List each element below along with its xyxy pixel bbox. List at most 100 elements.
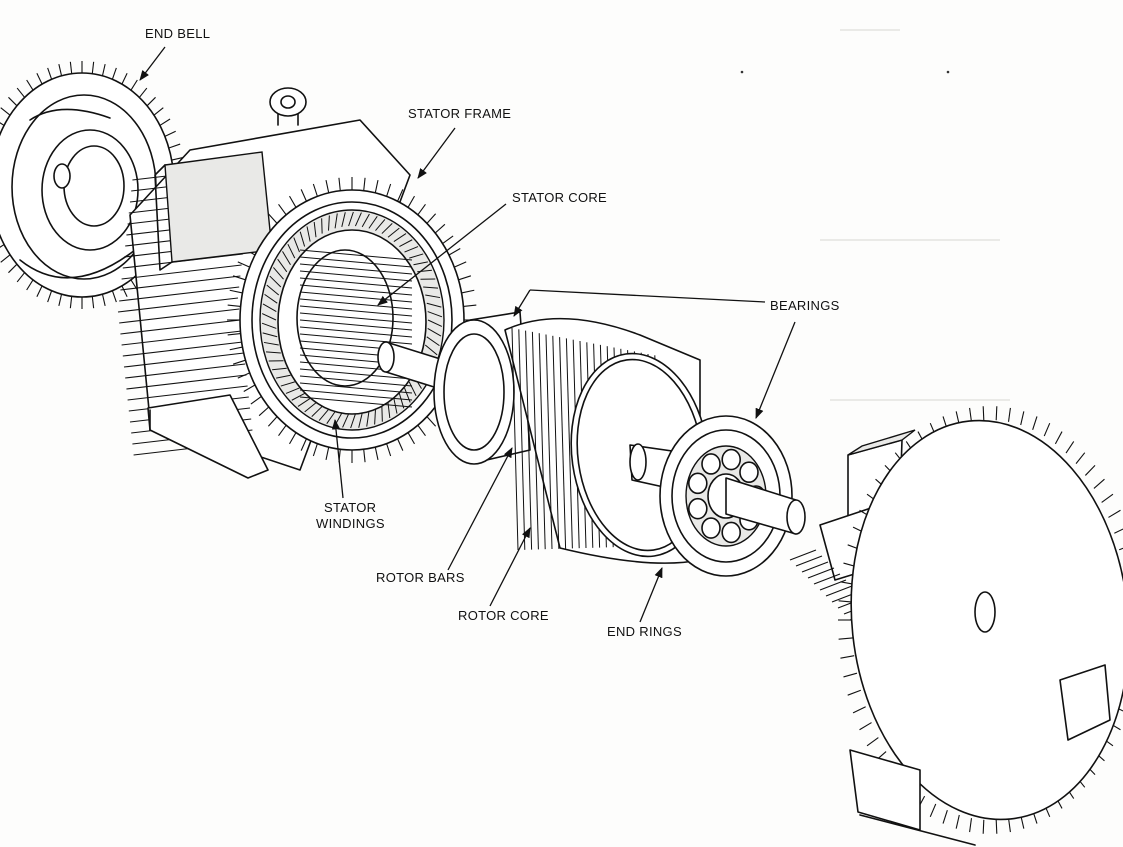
winding-mark [276, 374, 291, 379]
winding-mark [375, 219, 386, 231]
fin-line [454, 261, 467, 268]
winding-mark [263, 341, 279, 346]
fin-line [397, 189, 404, 202]
fin-line [168, 143, 181, 149]
fin-line [426, 416, 437, 427]
winding-mark [409, 253, 424, 259]
winding-mark [404, 246, 419, 253]
winding-mark [262, 303, 277, 313]
fin-line [120, 319, 241, 335]
fin-line [138, 87, 148, 98]
winding-mark [341, 212, 346, 227]
annotation-bearings: BEARINGS [513, 289, 839, 419]
fin-line [1007, 407, 1011, 422]
fin-line [442, 235, 454, 245]
fin-line [111, 67, 117, 80]
fin-line [121, 330, 242, 346]
label-stator-core: STATOR CORE [512, 190, 607, 205]
fin-line [237, 261, 250, 268]
fin-line [312, 183, 318, 197]
winding-mark [408, 381, 417, 397]
lamination-line [299, 319, 413, 331]
winding-mark [293, 237, 300, 253]
winding-mark [350, 413, 356, 429]
winding-mark [273, 267, 284, 280]
fin-line [386, 183, 392, 197]
winding-mark [313, 221, 317, 238]
bearing-ball [739, 461, 759, 484]
fin-line [16, 87, 26, 98]
winding-mark [366, 411, 370, 427]
fin-line [69, 296, 73, 309]
fin-line [58, 294, 63, 307]
fin-line [121, 285, 128, 297]
fin-line [929, 803, 937, 817]
fin-line [229, 346, 243, 351]
label-stator-windings-line2: WINDINGS [316, 516, 385, 531]
bearing-ball [688, 497, 708, 520]
fin-line [795, 555, 823, 567]
winding-mark [381, 223, 393, 234]
rotor-bar-line [552, 335, 560, 549]
fin-line [374, 447, 379, 460]
winding-mark [266, 284, 280, 296]
fin-line [789, 549, 817, 561]
fin-line [374, 180, 379, 193]
fin-line [171, 156, 184, 161]
fin-line [843, 672, 858, 678]
fin-line [122, 341, 243, 357]
winding-mark [269, 275, 282, 288]
fin-line [36, 285, 43, 297]
fin-line [1054, 431, 1063, 445]
fin-line [386, 443, 392, 457]
fin-line [267, 213, 278, 224]
fin-line [227, 333, 241, 336]
fin-line [847, 689, 861, 696]
fin-line [363, 449, 366, 463]
annotation-stator-frame: STATOR FRAME [408, 106, 511, 179]
fin-line [1114, 528, 1123, 534]
fin-line [146, 96, 156, 107]
winding-mark [280, 381, 295, 387]
fin-line [159, 118, 171, 126]
fin-line [229, 289, 243, 294]
fin-line [26, 279, 34, 291]
rotor-bar-line [525, 330, 533, 550]
fin-line [859, 722, 872, 731]
fin-line [227, 304, 241, 307]
lamination-line [299, 382, 413, 394]
label-stator-frame: STATOR FRAME [408, 106, 511, 121]
fin-line [942, 810, 948, 824]
rotor-bar-line [511, 327, 519, 551]
lamination-line [299, 326, 413, 338]
winding-mark [299, 231, 306, 247]
fin-line [121, 73, 128, 85]
stator-frame [117, 87, 477, 479]
fin-line [995, 819, 998, 834]
fin-line [807, 567, 835, 579]
fin-line [289, 432, 297, 445]
fin-line [0, 254, 11, 263]
winding-mark [399, 239, 413, 247]
fin-line [127, 385, 248, 401]
fin-line [0, 107, 11, 116]
fin-line [58, 63, 63, 76]
lamination-line [299, 270, 413, 282]
fin-line [955, 814, 960, 829]
lamination-line [299, 291, 413, 303]
fin-line [407, 432, 415, 445]
winding-mark [287, 243, 296, 259]
fin-line [0, 244, 5, 248]
fin-line [125, 363, 246, 379]
fin-line [434, 223, 446, 234]
fin-line [1093, 478, 1105, 489]
fin-line [1007, 818, 1011, 833]
winding-mark [393, 233, 407, 242]
bearing-right [629, 415, 806, 577]
annotation-rotor-core: ROTOR CORE [458, 527, 549, 623]
fin-line [458, 275, 472, 281]
fin-line [407, 195, 415, 208]
background-marks [740, 29, 1010, 401]
fin-line [461, 289, 475, 294]
